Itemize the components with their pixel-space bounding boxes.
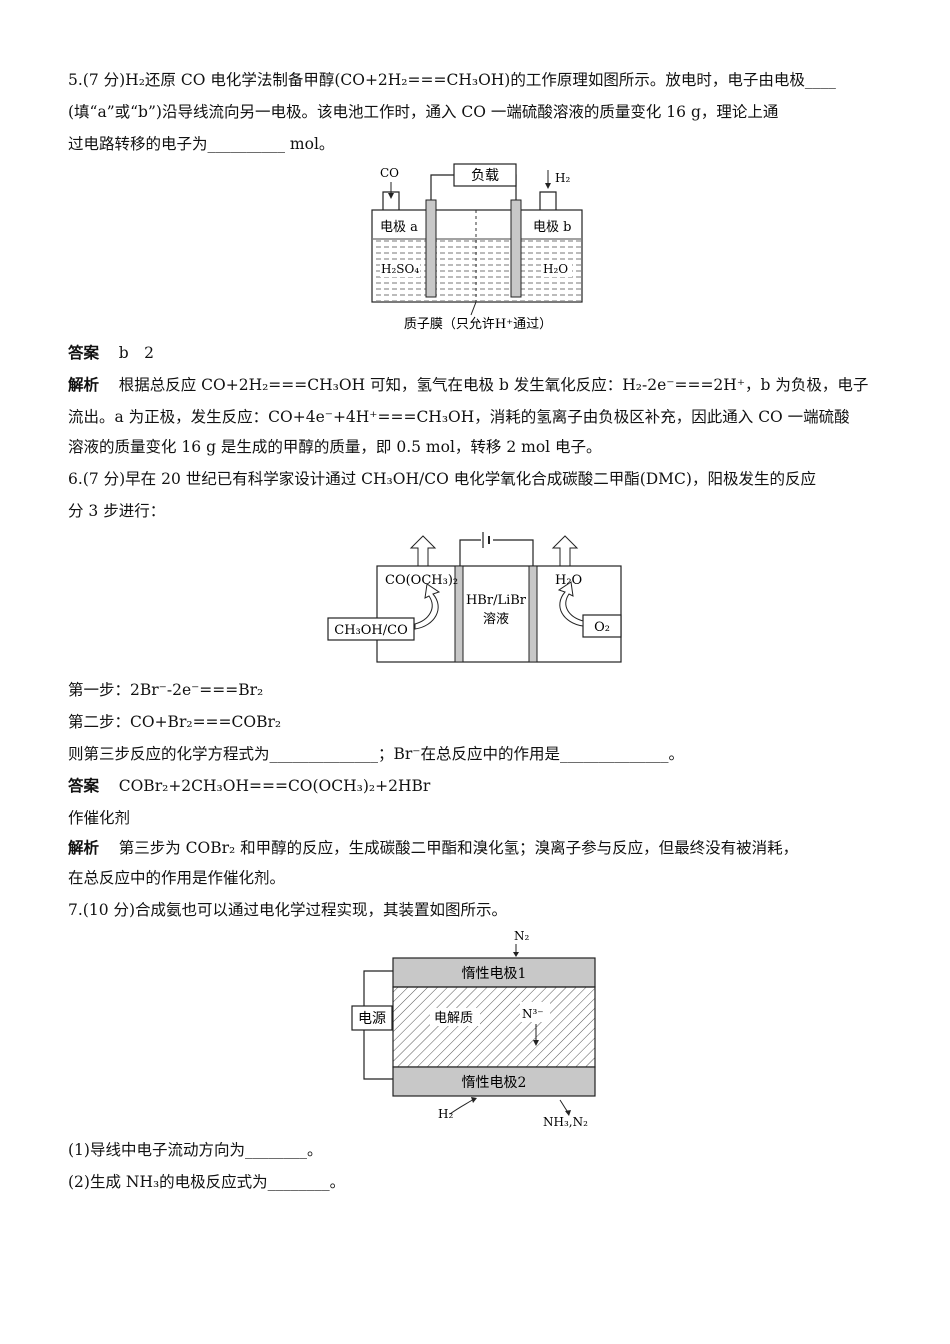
q6-answer-line-2: 作催化剂 [68,809,131,827]
q5-text-line-3: 过电路转移的电子为__________ mol。 [68,135,335,153]
q6-answer: 答案 COBr₂+2CH₃OH===CO(OCH₃)₂+2HBr [68,776,430,796]
middle-label-1: HBr/LiBr [466,593,527,608]
answer-label: 答案 [68,777,100,795]
h2-arrow [449,1098,475,1115]
load-label: 负载 [471,168,499,184]
product-left-label: CO(OCH₃)₂ [385,573,458,588]
q6-text-line-1: 6.(7 分)早在 20 世纪已有科学家设计通过 CH₃OH/CO 电化学氧化合… [68,470,816,488]
q5-analysis-line-2: 流出。a 为正极，发生反应：CO+4e⁻+4H⁺===CH₃OH，消耗的氢离子由… [68,408,850,426]
q5-analysis-line-3: 溶液的质量变化 16 g 是生成的甲醇的质量，即 0.5 mol，转移 2 mo… [68,438,602,456]
power-source-label: 电源 [358,1011,386,1027]
electrolyte-label: 电解质 [434,1011,473,1026]
electrode-a-label: 电极 a [380,220,418,235]
q5-answer-value: b 2 [118,344,155,362]
electrode-2-label: 惰性电极2 [462,1075,527,1091]
q6-step-2: 第二步：CO+Br₂===COBr₂ [68,713,282,731]
q7-sub-2: (2)生成 NH₃的电极反应式为________。 [68,1173,346,1191]
electrode-a-rod [425,199,437,298]
answer-label: 答案 [68,344,100,362]
q7-sub-1: (1)导线中电子流动方向为________。 [68,1141,323,1159]
q7-ammonia-cell-diagram: N₂ 电源 惰性电极1 电解质 N³⁻ 惰性电极2 H₂ NH₃,N₂ [351,929,596,1129]
curved-arrow-left-icon [414,583,441,630]
input-right-label: O₂ [594,620,610,635]
cell-box [376,565,622,663]
electrode-1-label: 惰性电极1 [462,966,527,982]
up-arrow-right-icon [551,535,579,567]
analysis-label: 解析 [68,839,100,857]
q7-text-line-1: 7.(10 分)合成氨也可以通过电化学过程实现，其装置如图所示。 [68,901,508,919]
input-left-box [327,617,415,641]
q5-answer: 答案 b 2 [68,343,154,363]
electrolyte [392,986,596,1068]
load-box [453,163,517,187]
q6-analysis-line-2: 在总反应中的作用是作催化剂。 [68,869,286,887]
input-left-label: CH₃OH/CO [334,623,407,638]
q5-analysis-text-1: 根据总反应 CO+2H₂===CH₃OH 可知，氢气在电极 b 发生氧化反应：H… [118,376,869,394]
membrane-label: 质子膜（只允许H⁺通过） [404,316,552,332]
q6-analysis-text-1: 第三步为 COBr₂ 和甲醇的反应，生成碳酸二甲酯和溴化氢；溴离子参与反应，但最… [118,839,799,857]
up-arrow-left-icon [409,535,437,567]
q6-analysis-line-1: 解析 第三步为 COBr₂ 和甲醇的反应，生成碳酸二甲酯和溴化氢；溴离子参与反应… [68,838,798,858]
h2-label: H₂ [438,1107,453,1121]
n2-label: N₂ [514,929,530,943]
electrode-b-rod [510,199,522,298]
n3-ion-label: N³⁻ [522,1007,544,1021]
products-arrow [559,1099,569,1113]
q6-text-line-2: 分 3 步进行： [68,502,166,520]
h2o-label: H₂O [543,262,568,276]
curved-arrow-right-icon [557,581,584,627]
power-source-box [351,1005,393,1031]
q5-analysis-line-1: 解析 根据总反应 CO+2H₂===CH₃OH 可知，氢气在电极 b 发生氧化反… [68,375,868,395]
co-inlet-label: CO [380,166,399,180]
products-label: NH₃,N₂ [543,1115,588,1129]
product-right-label: H₂O [555,573,582,588]
q6-question: 则第三步反应的化学方程式为______________；Br⁻在总反应中的作用是… [68,745,684,763]
q6-answer-value-1: COBr₂+2CH₃OH===CO(OCH₃)₂+2HBr [118,777,431,795]
q6-dmc-cell-diagram: CO(OCH₃)₂ H₂O HBr/LiBr 溶液 CH₃OH/CO O₂ [327,532,622,663]
h2so4-label: H₂SO₄ [381,262,419,276]
q5-text-line-2: (填“a”或“b”)沿导线流向另一电极。该电池工作时，通入 CO 一端硫酸溶液的… [68,103,779,121]
q6-step-1: 第一步：2Br⁻-2e⁻===Br₂ [68,681,264,699]
h2-inlet-label: H₂ [555,171,570,185]
q5-electrolysis-diagram: 负载 CO H₂ 电极 a 电极 b H₂SO₄ H₂O 质子膜（只允许H⁺通过… [371,163,583,332]
electrode-b-label: 电极 b [533,220,571,235]
electrode-2 [392,1066,596,1097]
analysis-label: 解析 [68,376,100,394]
middle-label-2: 溶液 [483,612,509,627]
q5-text-line-1: 5.(7 分)H₂还原 CO 电化学法制备甲醇(CO+2H₂===CH₃OH)的… [68,71,836,89]
